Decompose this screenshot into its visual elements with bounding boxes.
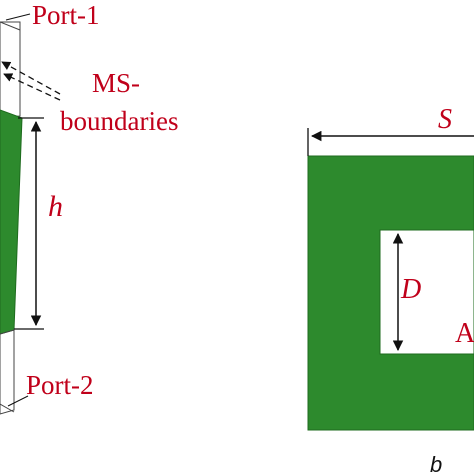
waveguide-top-edge [0,21,21,31]
partial-label: A [455,318,474,349]
ms-arrow-lower [3,73,61,101]
height-dimension [14,117,44,330]
ms-boundaries-label-line1: MS- [92,68,140,98]
green-square-with-hole [307,155,474,431]
green-dielectric-slab [0,109,23,335]
height-label: h [48,190,63,223]
waveguide-bottom-outline [0,329,15,415]
waveguide-structure [0,21,23,415]
port2-label: Port-2 [26,370,94,400]
ms-arrow-upper [1,61,61,95]
side-label: S [438,104,452,135]
port1-label: Port-1 [32,0,100,30]
port2-pointer-line [7,395,29,407]
ms-boundary-arrows [1,61,61,101]
port1-pointer-line [5,13,31,21]
waveguide-top-outline [0,21,21,119]
side-dimension [307,128,474,156]
unit-cell-square [307,155,474,431]
waveguide-bottom-edge [0,403,15,413]
panel-caption: b [430,452,442,474]
ms-boundaries-label-line2: boundaries [60,106,178,136]
hole-label: D [400,274,421,305]
